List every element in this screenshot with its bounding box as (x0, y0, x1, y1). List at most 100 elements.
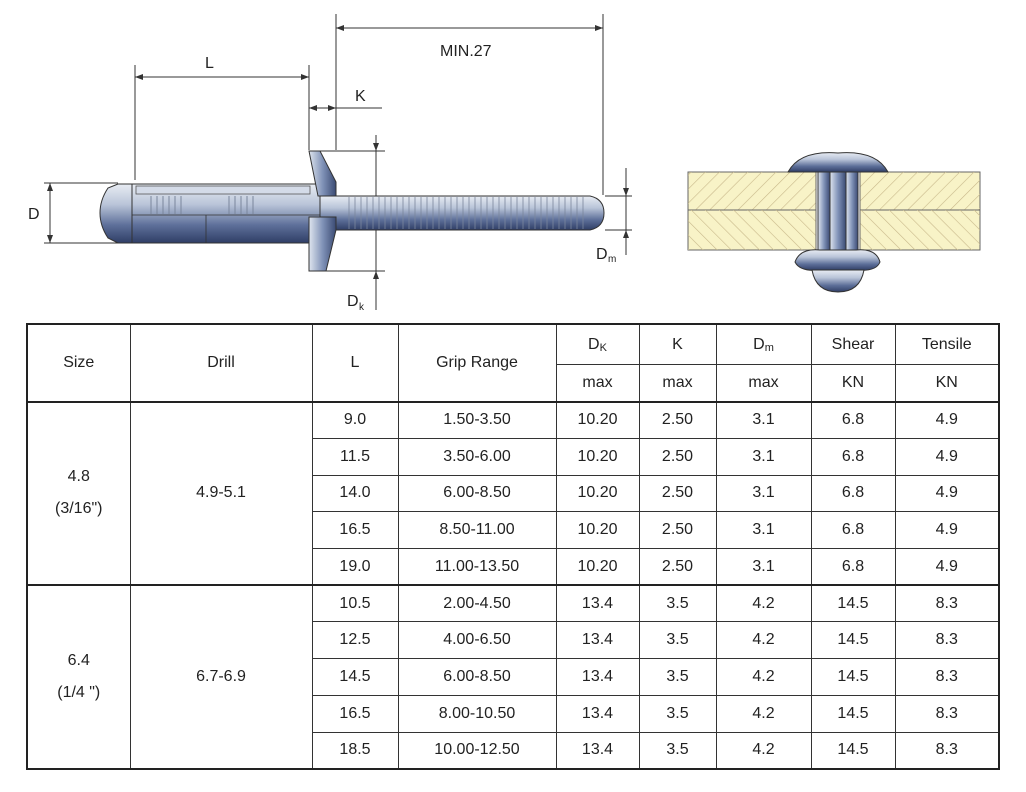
dm-cell: 3.1 (715, 548, 812, 586)
header-shear: Shear (810, 323, 896, 366)
dim-dm-sub: m (608, 254, 616, 265)
dk-cell: 10.20 (555, 437, 640, 476)
specification-table: Size Drill L Grip Range DK K Dm Shear Te… (26, 323, 1000, 770)
tensile-cell: 4.9 (894, 474, 1000, 513)
grip-cell: 3.50-6.00 (397, 437, 557, 476)
rivet-installed-view (687, 152, 981, 293)
dk-cell: 13.4 (555, 658, 640, 696)
k-cell: 3.5 (638, 584, 717, 623)
header-l: L (311, 323, 399, 403)
dm-cell: 4.2 (715, 621, 812, 660)
shear-cell: 14.5 (810, 584, 896, 623)
dm-cell: 3.1 (715, 474, 812, 513)
l-cell: 18.5 (311, 731, 399, 770)
k-cell: 3.5 (638, 731, 717, 770)
dimension-arrows (47, 25, 629, 279)
shear-cell: 14.5 (810, 621, 896, 660)
k-cell: 3.5 (638, 694, 717, 733)
tensile-cell: 8.3 (894, 621, 1000, 660)
k-cell: 2.50 (638, 548, 717, 586)
l-cell: 11.5 (311, 437, 399, 476)
k-cell: 2.50 (638, 474, 717, 513)
size-metric: 4.8 (67, 468, 90, 486)
header-dm: Dm (715, 323, 812, 366)
dm-cell: 4.2 (715, 731, 812, 770)
dk-cell: 13.4 (555, 621, 640, 660)
grip-cell: 11.00-13.50 (397, 548, 557, 586)
header-dk: DK (555, 323, 640, 366)
dk-cell: 13.4 (555, 584, 640, 623)
grip-cell: 1.50-3.50 (397, 400, 557, 439)
dim-k-label: K (355, 88, 366, 105)
header-dm-main: D (753, 335, 765, 353)
header-drill: Drill (129, 323, 313, 403)
tensile-cell: 4.9 (894, 511, 1000, 549)
size-cell: 6.4(1/4 ") (26, 584, 131, 770)
l-cell: 10.5 (311, 584, 399, 623)
header-grip-range: Grip Range (397, 323, 557, 403)
header-dk-sub: K (599, 341, 607, 354)
dk-cell: 10.20 (555, 548, 640, 586)
dk-cell: 10.20 (555, 511, 640, 549)
shear-cell: 6.8 (810, 474, 896, 513)
header-dm-sub: m (764, 341, 774, 354)
dk-cell: 10.20 (555, 400, 640, 439)
tensile-cell: 4.9 (894, 548, 1000, 586)
dm-cell: 3.1 (715, 437, 812, 476)
shear-cell: 6.8 (810, 548, 896, 586)
l-cell: 9.0 (311, 400, 399, 439)
rivet-side-view (99, 150, 605, 272)
dim-dk-label: D (347, 293, 359, 310)
k-cell: 2.50 (638, 437, 717, 476)
grip-cell: 8.00-10.50 (397, 694, 557, 733)
drill-cell: 6.7-6.9 (129, 584, 313, 770)
dm-cell: 4.2 (715, 584, 812, 623)
k-cell: 3.5 (638, 658, 717, 696)
dimension-lines (44, 14, 632, 310)
dk-cell: 13.4 (555, 694, 640, 733)
dim-dk-sub: k (359, 302, 365, 313)
shear-cell: 6.8 (810, 437, 896, 476)
l-cell: 14.5 (311, 658, 399, 696)
dm-cell: 3.1 (715, 511, 812, 549)
l-cell: 12.5 (311, 621, 399, 660)
shear-cell: 14.5 (810, 694, 896, 733)
dim-l-label: L (205, 55, 214, 72)
dm-cell: 3.1 (715, 400, 812, 439)
grip-cell: 6.00-8.50 (397, 658, 557, 696)
grip-cell: 8.50-11.00 (397, 511, 557, 549)
shear-cell: 14.5 (810, 731, 896, 770)
l-cell: 16.5 (311, 511, 399, 549)
grip-cell: 10.00-12.50 (397, 731, 557, 770)
tensile-cell: 8.3 (894, 658, 1000, 696)
header-tensile: Tensile (894, 323, 1000, 366)
dm-cell: 4.2 (715, 694, 812, 733)
dm-cell: 4.2 (715, 658, 812, 696)
dim-min-label: MIN.27 (440, 43, 492, 60)
grip-cell: 6.00-8.50 (397, 474, 557, 513)
size-metric: 6.4 (67, 652, 90, 670)
shear-cell: 14.5 (810, 658, 896, 696)
header-dk-main: D (588, 335, 600, 353)
header-k-unit: max (638, 364, 717, 403)
tensile-cell: 4.9 (894, 437, 1000, 476)
header-shear-unit: KN (810, 364, 896, 403)
dim-dm-label: D (596, 246, 608, 263)
tensile-cell: 8.3 (894, 694, 1000, 733)
grip-cell: 2.00-4.50 (397, 584, 557, 623)
dk-cell: 13.4 (555, 731, 640, 770)
l-cell: 14.0 (311, 474, 399, 513)
size-inch: (3/16") (55, 500, 103, 518)
header-size: Size (26, 323, 131, 403)
tensile-cell: 4.9 (894, 400, 1000, 439)
l-cell: 19.0 (311, 548, 399, 586)
size-cell: 4.8 (3/16") (26, 400, 131, 586)
tensile-cell: 8.3 (894, 731, 1000, 770)
